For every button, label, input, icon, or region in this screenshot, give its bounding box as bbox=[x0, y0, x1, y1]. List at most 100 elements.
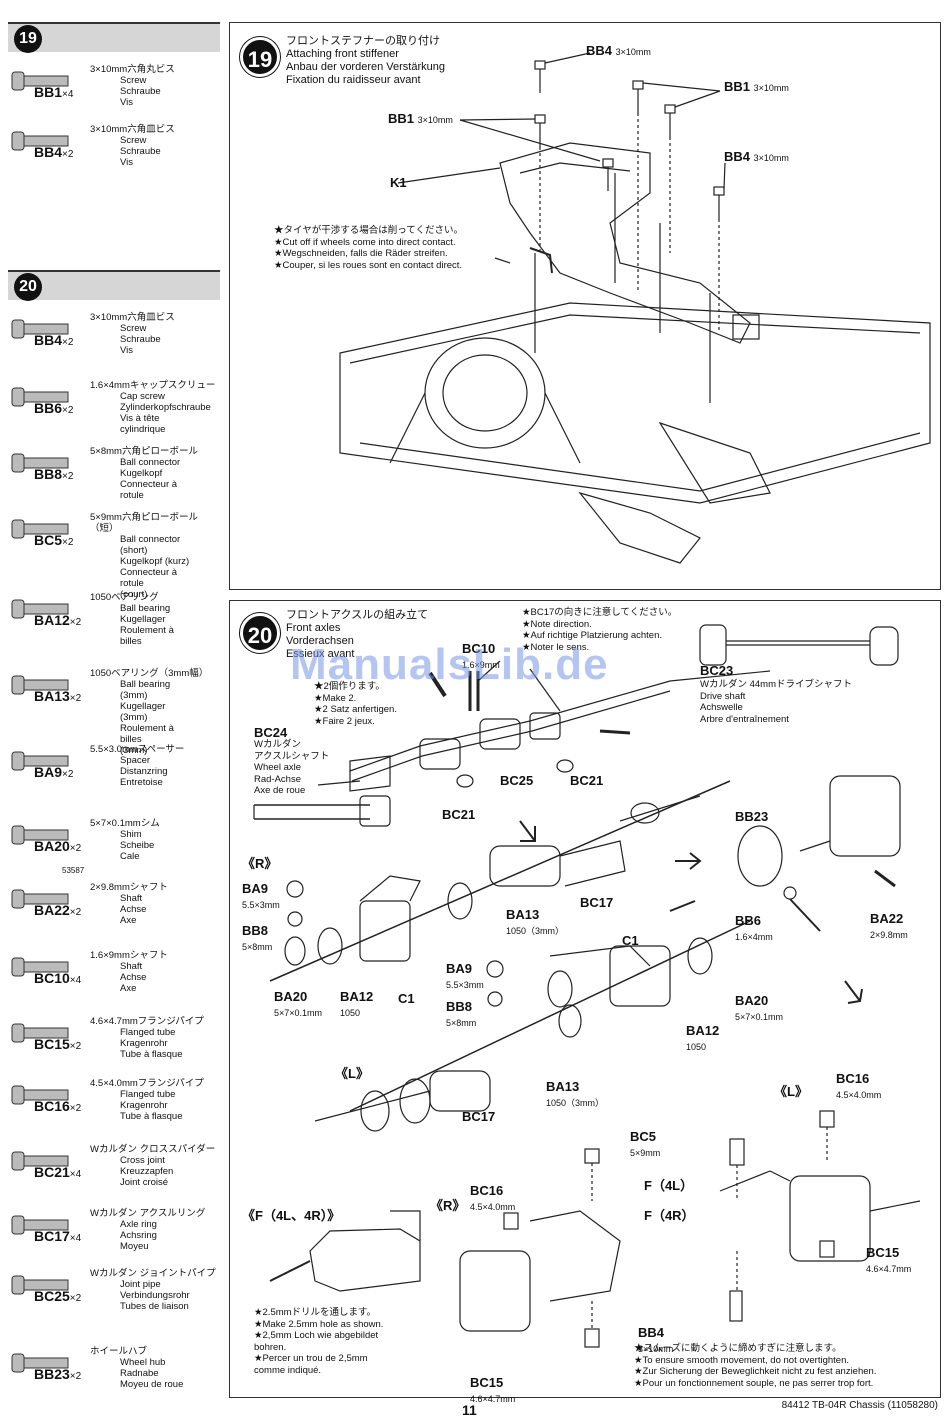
desc-fr: Axe bbox=[120, 983, 137, 994]
note-line: ★Wegschneiden, falls die Räder streifen. bbox=[274, 248, 448, 259]
desc-jp: 1050ベアリング bbox=[90, 592, 159, 603]
note-line: ★2 Satz anfertigen. bbox=[314, 704, 397, 715]
desc-jp: ホイールハブ bbox=[90, 1346, 148, 1357]
step-19-badge: 19 bbox=[240, 37, 280, 77]
step-20-panel: 20 フロントアクスルの組み立て Front axles Vorderachse… bbox=[229, 600, 941, 1404]
part-code: BC15×2 bbox=[34, 1036, 81, 1052]
part-code: BA20×2 bbox=[34, 838, 81, 854]
label-code: F（4L） bbox=[644, 1178, 694, 1193]
ba20-part-icon bbox=[11, 825, 69, 845]
part-qty: ×2 bbox=[69, 1371, 82, 1382]
label-f4l: F（4L） bbox=[644, 1175, 693, 1194]
label-bc24: BC24 bbox=[254, 725, 288, 740]
label-code: F（4R） bbox=[644, 1208, 695, 1223]
desc-jp: 1050ベアリング（3mm幅） bbox=[90, 668, 209, 679]
note-smooth: ★スムーズに動くように締めすぎに注意します。★To ensure smooth … bbox=[634, 1343, 876, 1389]
part-qty: ×2 bbox=[62, 769, 74, 780]
desc-jp: 5×9mm六角ピローボール（短） bbox=[90, 512, 198, 534]
desc-jp: Wカルダン ジョイントパイプ bbox=[90, 1268, 216, 1279]
desc-de: Schraube bbox=[120, 86, 161, 97]
part-qty: ×2 bbox=[69, 1293, 82, 1304]
part-code-text: BC5 bbox=[34, 532, 63, 548]
title-jp: フロントアクスルの組み立て bbox=[286, 609, 429, 621]
desc-jp: 3×10mm六角丸ビス bbox=[90, 64, 175, 75]
part-qty: ×4 bbox=[62, 89, 74, 100]
label-code: BC15 bbox=[866, 1245, 900, 1260]
document-code: 84412 TB-04R Chassis (11058280) bbox=[781, 1400, 938, 1411]
part-code: BC5×2 bbox=[34, 532, 73, 548]
label-code: C1 bbox=[398, 991, 415, 1006]
label-code: 《L》 bbox=[774, 1084, 808, 1099]
part-code-text: BA9 bbox=[34, 764, 63, 780]
part-code-text: BA13 bbox=[34, 688, 70, 704]
desc-fr: Moyeu de roue bbox=[120, 1379, 184, 1390]
desc-en: Shaft bbox=[120, 893, 143, 904]
note-line: ★Zur Sicherung der Beweglichkeit nicht z… bbox=[634, 1366, 877, 1377]
part-code-text: BB4 bbox=[34, 332, 63, 348]
bb6-part-icon bbox=[11, 387, 69, 407]
label-code: BB8 bbox=[446, 999, 473, 1014]
label-size: 5×7×0.1mm bbox=[735, 1012, 784, 1022]
label-l1: 《L》 bbox=[335, 1063, 369, 1082]
part-code-text: BB1 bbox=[34, 84, 63, 100]
part-description: 1050ベアリング（3mm幅）Ball bearing (3mm)Kugella… bbox=[90, 668, 220, 756]
desc-en: Axle ring bbox=[120, 1219, 157, 1230]
part-code: BC21×4 bbox=[34, 1164, 81, 1180]
label-size: 1.6×9mm bbox=[462, 660, 500, 670]
label-size: 1050（3mm） bbox=[546, 1098, 605, 1108]
label-bb23: BB23 bbox=[735, 809, 768, 824]
desc-en: Screw bbox=[120, 75, 147, 86]
desc-fr: Moyeu bbox=[120, 1241, 149, 1252]
desc-en: Ball bearing (3mm) bbox=[120, 679, 171, 701]
part-code-text: BB8 bbox=[34, 466, 63, 482]
desc-jp: 2×9.8mmシャフト bbox=[90, 882, 168, 893]
note-line: ★2.5mmドリルを通します。 bbox=[254, 1307, 377, 1318]
desc-en: Spacer bbox=[120, 755, 151, 766]
desc-en: Screw bbox=[120, 323, 147, 334]
label-code: 《F（4L、4R）》 bbox=[242, 1208, 341, 1223]
note-line: ★Auf richtige Platzierung achten. bbox=[522, 630, 663, 641]
bb4-part-icon bbox=[11, 131, 69, 151]
desc-de: Kugelkopf (kurz) bbox=[120, 556, 190, 567]
label-code: BA13 bbox=[506, 907, 540, 922]
title-en: Attaching front stiffener bbox=[286, 48, 399, 60]
label-bc23: BC23 bbox=[700, 663, 734, 678]
note-line: ★Noter le sens. bbox=[522, 641, 590, 653]
part-code-text: BB23 bbox=[34, 1366, 70, 1382]
title-de: Anbau der vorderen Verstärkung bbox=[286, 61, 445, 73]
label-code: BA9 bbox=[242, 881, 269, 896]
part-code: BB4×2 bbox=[34, 332, 73, 348]
label-size: 1050（3mm） bbox=[506, 926, 565, 936]
label-size: 4.5×4.0mm bbox=[470, 1202, 516, 1212]
desc-fr2: (court) bbox=[120, 589, 148, 600]
part-qty: ×4 bbox=[69, 1233, 82, 1244]
note-line: ★2,5mm Loch wie abgebildet bbox=[254, 1330, 379, 1341]
ba9-part-icon bbox=[11, 751, 69, 771]
label-ba13a: BA13 1050（3mm） bbox=[506, 907, 564, 937]
label-size: 5×7×0.1mm bbox=[274, 1008, 323, 1018]
desc-de: Scheibe bbox=[120, 840, 155, 851]
part-code: BB6×2 bbox=[34, 400, 73, 416]
title-de: Vorderachsen bbox=[286, 635, 354, 647]
step-20-header: 20 bbox=[8, 270, 220, 301]
part-qty: ×2 bbox=[69, 1103, 82, 1114]
desc-fr: Entretoise bbox=[120, 777, 163, 788]
step-19-panel: 19 フロントステフナーの取り付け Attaching front stiffe… bbox=[229, 22, 941, 590]
desc-jp: 3×10mm六角皿ビス bbox=[90, 124, 175, 135]
part-qty: ×2 bbox=[62, 405, 74, 416]
desc-de: Achsring bbox=[120, 1230, 157, 1241]
title-en: Front axles bbox=[286, 622, 341, 634]
